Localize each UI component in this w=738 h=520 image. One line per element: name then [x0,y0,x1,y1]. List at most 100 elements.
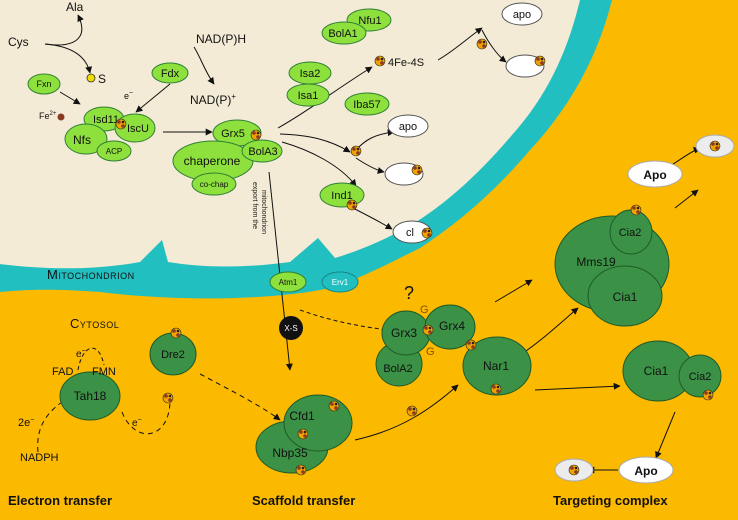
isa-proteins: Isa2 Isa1 Iba57 [286,61,390,116]
iron-sulfur-cluster-icon [297,428,309,440]
glutathione-top-label: G [420,304,429,316]
export-label-line1: export from the [251,182,258,229]
cytosol-label: Cytosol [70,316,119,331]
acp-label: ACP [106,147,122,156]
dre2-electron-minus: − [138,417,142,424]
isd11-label: Isd11 [93,114,119,126]
two-electron-label: 2e− [18,417,34,429]
iscu-label: IscU [127,123,149,135]
apo-mid-mito: apo [387,114,429,138]
apo-bottom-cyto: Apo [618,456,674,484]
cia2-bottom-shape [678,354,722,398]
bola3-shape [241,139,283,163]
targeting-complex-caption: Targeting complex [553,493,668,508]
nadp-label-mito: NAD(P)+ [190,92,236,107]
apo-top-shape [501,2,543,26]
iron-sulfur-cluster-icon [490,383,502,395]
apo-top-cyto: Apo [627,160,683,188]
tah18-protein: Tah18 [59,371,121,421]
arrow-dre2-to-cfd1 [199,373,281,421]
iron-sulfur-cluster-icon [328,400,340,412]
mms19-cia-complex: Mms19 Cia2 Cia1 [554,209,670,327]
matrix-fold-bump [0,226,50,268]
dre2-label: Dre2 [161,349,185,361]
fxn-label: Fxn [36,79,51,89]
question-mark: ? [404,283,414,303]
arrow-fad-fmn-loop [77,347,105,371]
cia1-cia2-complex: Cia1 Cia2 [622,340,722,402]
arrow-tah18-to-dre2 [121,399,171,435]
cys-label: Cys [8,35,29,49]
grx5-label: Grx5 [221,128,245,140]
atm1-transporter: Atm1 [269,271,307,293]
arrow-cia1-to-apo-bottom [655,411,676,459]
bola3-label: BolA3 [248,146,277,158]
cia1-top-label: Cia1 [613,290,638,304]
fdx-label: Fdx [161,68,180,80]
nadph-label-mito: NAD(P)H [196,32,246,46]
grx4-label: Grx4 [439,319,465,333]
fxn-protein: Fxn [27,73,61,95]
apo-bottom-cyto-shape [618,456,674,484]
atm1-label: Atm1 [279,278,298,287]
bola1-label: BolA1 [328,28,357,40]
electron-label-fad: e− [76,348,86,360]
arrow-fdx-to-isc [135,83,171,113]
xs-shape [279,316,303,340]
iron-sulfur-cluster-icon [476,38,488,50]
electron-label-mito: e− [124,90,133,101]
cochap-shape [191,172,237,196]
iron-sulfur-cluster-icon [709,140,721,152]
nfu1-bola1-complex: Nfu1 BolA1 [321,8,392,45]
arrow-4fe4s-to-top-apo [437,27,483,61]
arrow-nadph-fdx [193,46,215,85]
iron-sulfur-cluster-icon [411,164,423,176]
cia2-bottom-label: Cia2 [689,371,712,383]
cfd1-label: Cfd1 [289,409,315,423]
nadph-label-cyto: NADPH [20,452,59,464]
arrow-mms19-to-apo [674,189,699,209]
bola1-shape [321,21,367,45]
electron-e: e [124,91,129,101]
iron-sulfur-cluster-icon [250,129,262,141]
arrow-fxn-to-nfs [59,91,81,105]
iron-sulfur-cluster-icon [534,55,546,67]
apo-top-cyto-label: Apo [643,168,666,182]
arrow-cys-to-s [44,43,93,74]
iron-sulfur-cluster-icon [465,339,477,351]
xs-label: X-S [284,324,297,333]
iron-sulfur-cluster-icon [295,464,307,476]
export-label-line2: mitochondrion [260,190,267,234]
mms19-label: Mms19 [576,255,616,269]
apo-top-cyto-shape [627,160,683,188]
cia1-bottom-label: Cia1 [644,364,669,378]
isa1-label: Isa1 [298,90,319,102]
two-e-text: 2e [18,417,30,429]
iron-sulfur-cluster-icon [630,204,642,216]
cl-label: cl [406,227,414,239]
erv1-shape [321,271,359,293]
nfu1-label: Nfu1 [358,15,381,27]
nfs-label: Nfs [73,133,91,147]
bola2-label: BolA2 [383,363,412,375]
cia1-top-shape [587,265,663,327]
iron-label: Fe2+ [39,111,57,121]
dre2-electron-e: e [132,418,138,429]
isa1-shape [286,83,330,107]
grx3-label: Grx3 [391,326,417,340]
apo-top-mito: apo [501,2,543,26]
apo-bottom-cyto-label: Apo [634,464,657,478]
arrow-nadph-to-tah18 [37,401,63,453]
apo-top-label: apo [513,9,531,21]
fmn-label: FMN [92,366,116,378]
two-e-minus: − [30,417,34,424]
nadp-plus: + [231,92,236,101]
arrow-grx5-to-ind1 [281,141,357,187]
cia2-top-label: Cia2 [619,227,642,239]
iron-dot [57,113,65,121]
grx3-grx4-bola2-complex: Grx3 Grx4 BolA2 [375,304,476,387]
fe-charge: 2+ [50,111,57,117]
iron-sulfur-cluster-icon [115,118,127,130]
nadp-text: NAD(P) [190,93,231,107]
